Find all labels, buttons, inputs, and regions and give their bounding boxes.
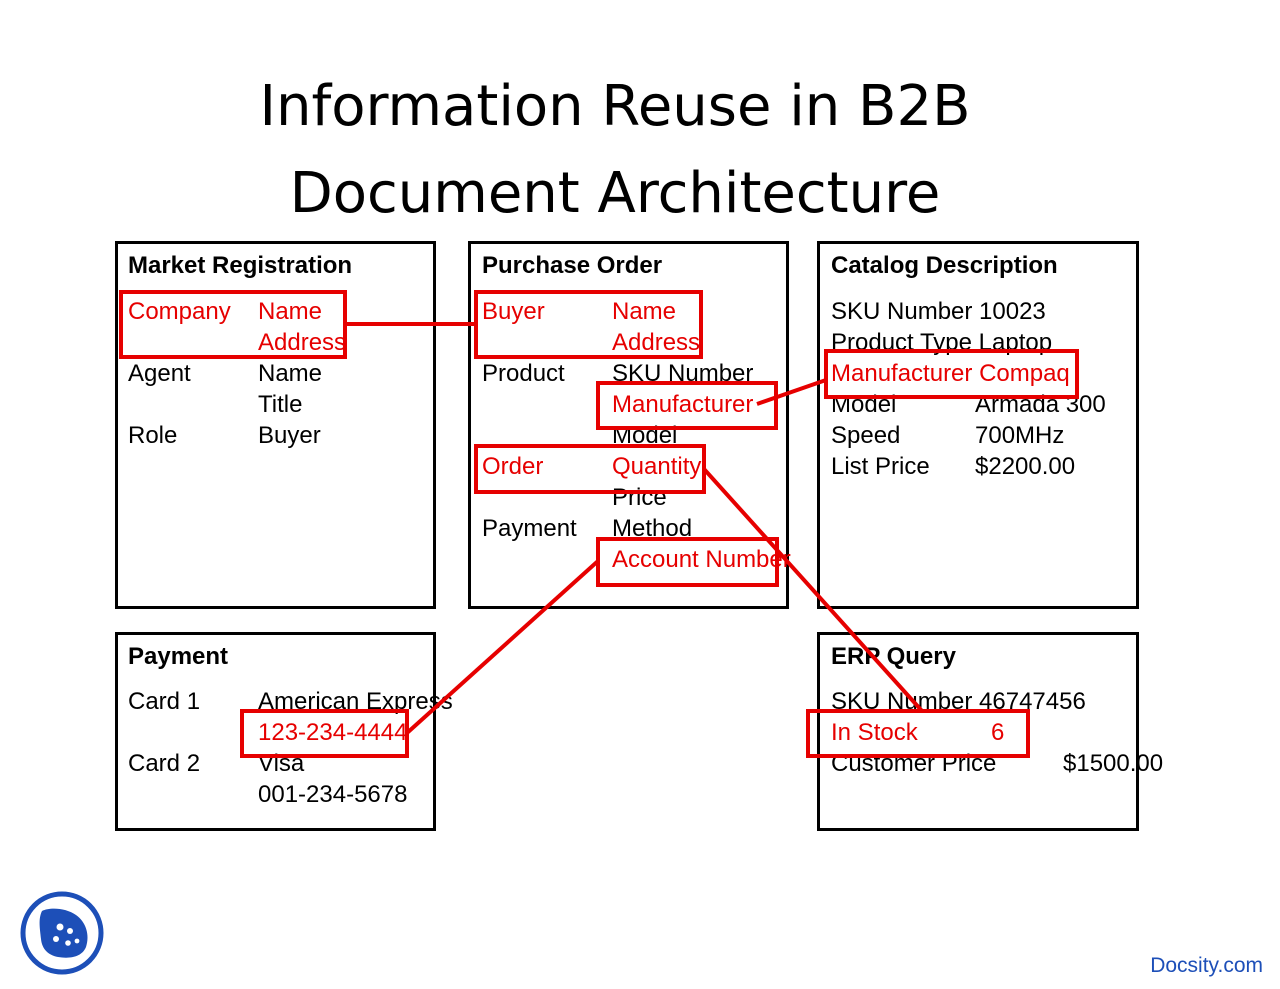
po-row-0-label: Buyer: [482, 298, 545, 325]
purchase-order-box: [468, 241, 789, 609]
catalog-description-box: [817, 241, 1139, 609]
cd-row-5-value: $2200.00: [975, 453, 1076, 480]
erp-row-2-value: $1500.00: [1063, 750, 1164, 777]
erp-row-1-value: 6: [991, 719, 1005, 746]
po-row-7-label: Payment: [482, 515, 577, 542]
pay-row-3-value: 001-234-5678: [258, 781, 408, 808]
cd-row-4-value: 700MHz: [975, 422, 1065, 449]
mr-row-1-value: Address: [258, 329, 347, 356]
mr-row-4-value: Buyer: [258, 422, 321, 449]
mr-row-3-value: Title: [258, 391, 303, 418]
mr-row-4-label: Role: [128, 422, 178, 449]
cd-row-3-label: Model: [831, 391, 897, 418]
cd-row-1: Product Type Laptop: [831, 329, 1053, 356]
purchase-order-heading: Purchase Order: [482, 252, 663, 279]
pay-row-1-value: 123-234-4444: [258, 719, 408, 746]
pay-row-2-value: Visa: [258, 750, 305, 777]
payment-heading: Payment: [128, 643, 229, 670]
slide-title-line1: Information Reuse in B2B: [259, 74, 971, 139]
po-row-3-value: Manufacturer: [612, 391, 754, 418]
cd-row-3-value: Armada 300: [975, 391, 1106, 418]
cd-row-4-label: Speed: [831, 422, 901, 449]
market-registration-heading: Market Registration: [128, 252, 353, 279]
mr-row-2-label: Agent: [128, 360, 191, 387]
cd-row-0: SKU Number 10023: [831, 298, 1046, 325]
docsity-brand-link[interactable]: Docsity.com: [1150, 954, 1263, 977]
cd-row-2: Manufacturer Compaq: [831, 360, 1070, 387]
catalog-description-heading: Catalog Description: [831, 252, 1058, 279]
market-registration-box: [115, 241, 436, 609]
po-row-6-value: Price: [612, 484, 667, 511]
po-row-4-value: Model: [612, 422, 678, 449]
po-row-5-label: Order: [482, 453, 544, 480]
erp-row-2-label: Customer Price: [831, 750, 997, 777]
po-row-8-value: Account Number: [612, 546, 791, 573]
pay-row-2-label: Card 2: [128, 750, 201, 777]
erp-row-1-label: In Stock: [831, 719, 918, 746]
po-row-2-value: SKU Number: [612, 360, 754, 387]
po-row-1-value: Address: [612, 329, 701, 356]
mr-row-0-value: Name: [258, 298, 323, 325]
po-row-5-value: Quantity: [612, 453, 702, 480]
mr-row-2-value: Name: [258, 360, 323, 387]
cd-row-5-label: List Price: [831, 453, 930, 480]
pay-row-0-value: American Express: [258, 688, 453, 715]
po-row-7-value: Method: [612, 515, 693, 542]
erp-row-0: SKU Number 46747456: [831, 688, 1086, 715]
docsity-logo-icon: [20, 891, 104, 975]
pay-row-0-label: Card 1: [128, 688, 201, 715]
po-row-0-value: Name: [612, 298, 677, 325]
erp-query-heading: ERP Query: [831, 643, 956, 670]
slide-title-line2: Document Architecture: [289, 161, 941, 226]
mr-row-0-label: Company: [128, 298, 231, 325]
po-row-2-label: Product: [482, 360, 565, 387]
